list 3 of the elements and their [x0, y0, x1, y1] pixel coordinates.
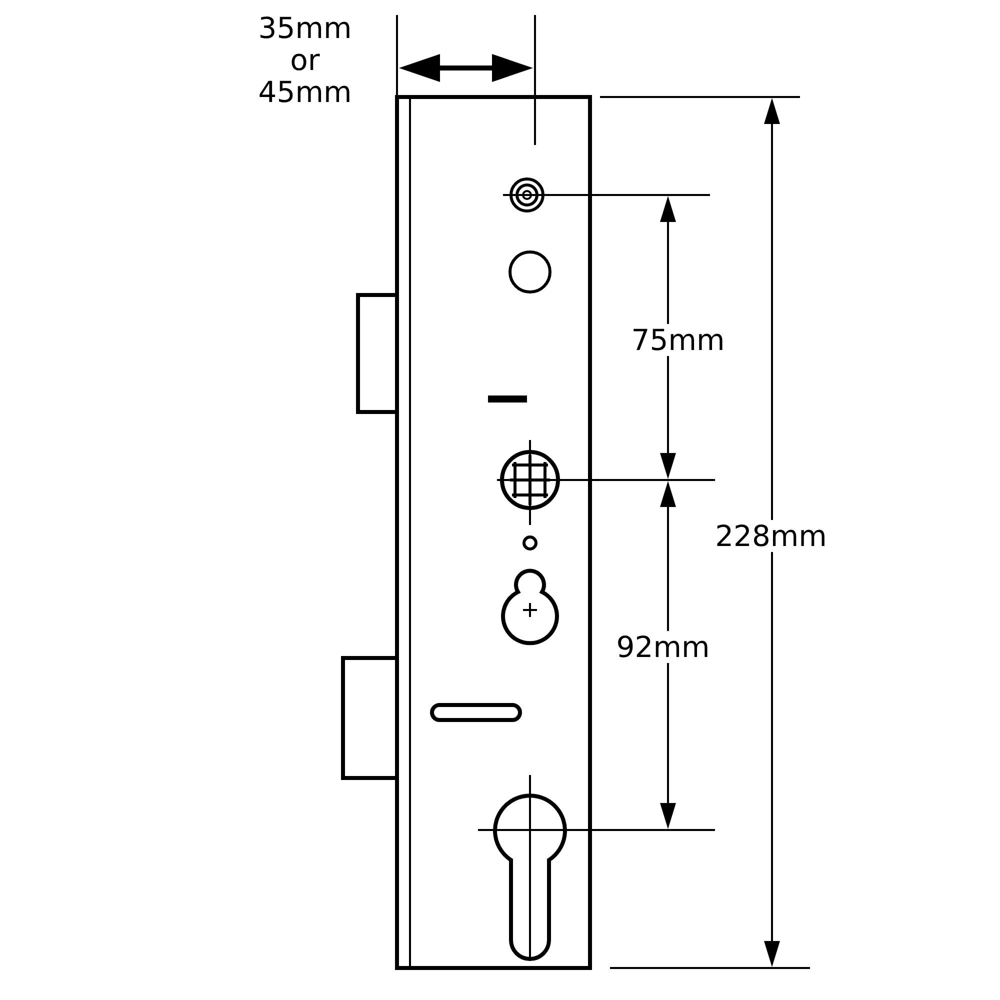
dimension-label: 75mm [631, 324, 725, 356]
dimension-label: 92mm [616, 631, 710, 663]
dimension-label: 228mm [715, 520, 827, 552]
